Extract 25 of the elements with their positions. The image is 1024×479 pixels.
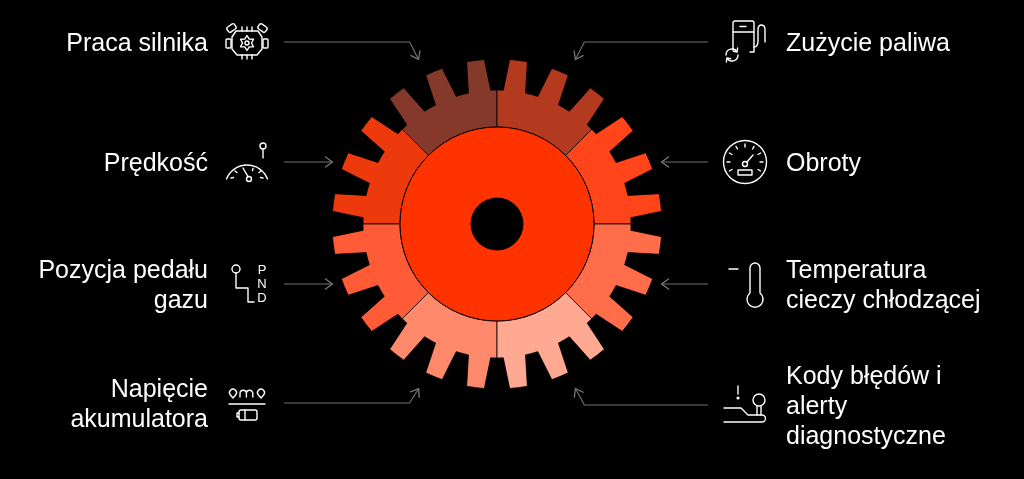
label-text: Kody błędów i alerty diagnostyczne: [786, 360, 947, 450]
arrow: [283, 278, 334, 290]
gear-segment: [496, 59, 605, 156]
arrow: [660, 278, 709, 290]
gear-position-letters: P N D: [256, 263, 268, 305]
label-text: Temperatura cieczy chłodzącej: [786, 254, 982, 314]
arrow: [283, 387, 420, 404]
arrow: [660, 156, 709, 168]
gear-segment: [389, 292, 498, 389]
gear-segment: [496, 292, 605, 389]
gear-segment: [565, 223, 662, 332]
gear-segment: [332, 116, 429, 225]
label-text: Praca silnika: [65, 27, 208, 57]
gear-segment: [332, 223, 429, 332]
arrow: [283, 41, 421, 61]
label-text: Obroty: [786, 147, 863, 177]
arrow: [573, 387, 709, 406]
label-text: Zużycie paliwa: [786, 27, 951, 57]
gear-segment: [389, 59, 498, 156]
label-text: Prędkość: [102, 147, 208, 177]
label-text: Pozycja pedału gazu: [37, 254, 208, 314]
arrow: [283, 156, 334, 168]
label-text: Napięcie akumulatora: [69, 373, 208, 433]
gear-segment: [565, 116, 662, 225]
arrow: [573, 41, 709, 61]
